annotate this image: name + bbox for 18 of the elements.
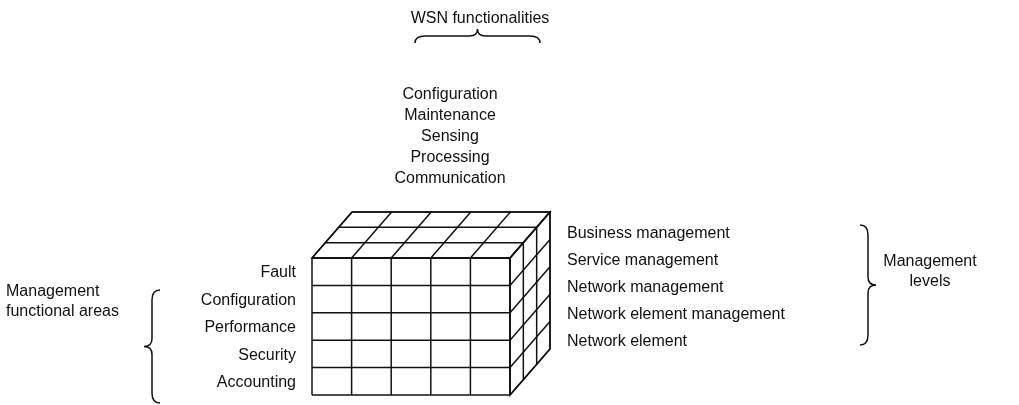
label: Business management [567, 223, 730, 243]
label: Network management [567, 277, 724, 297]
label: Management levels [882, 251, 978, 291]
label: Network element [567, 331, 688, 351]
label: Service management [567, 250, 719, 270]
label: Maintenance [403, 105, 497, 125]
label: Security [237, 345, 296, 365]
label: Sensing [420, 126, 480, 146]
label: WSN functionalities [409, 8, 551, 28]
label: Performance [203, 317, 296, 337]
label: Accounting [215, 372, 296, 392]
label: Processing [409, 147, 491, 167]
label: Configuration [401, 84, 499, 104]
label: Communication [393, 168, 507, 188]
label: Fault [259, 262, 296, 282]
label: Configuration [199, 290, 296, 310]
label: Network element management [567, 304, 785, 324]
label: Management functional areas [6, 281, 120, 321]
